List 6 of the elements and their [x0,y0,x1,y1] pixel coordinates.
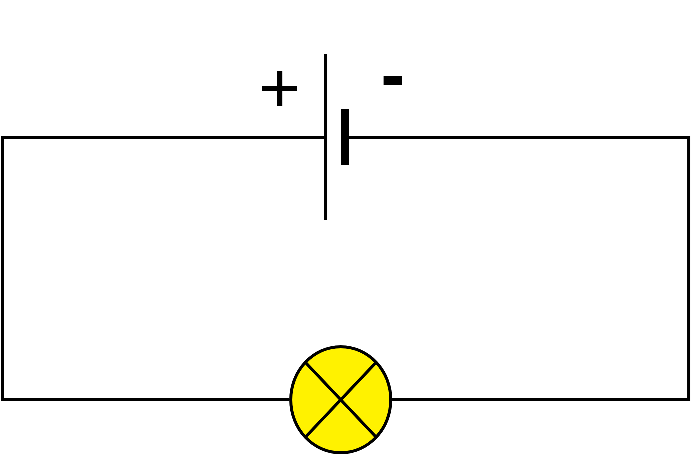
wire [2,136,324,402]
battery-symbol [324,54,349,220]
minus-sign: - [384,76,402,86]
plus-sign: + [262,71,298,106]
wire [346,136,690,402]
lamp-symbol [290,346,392,454]
